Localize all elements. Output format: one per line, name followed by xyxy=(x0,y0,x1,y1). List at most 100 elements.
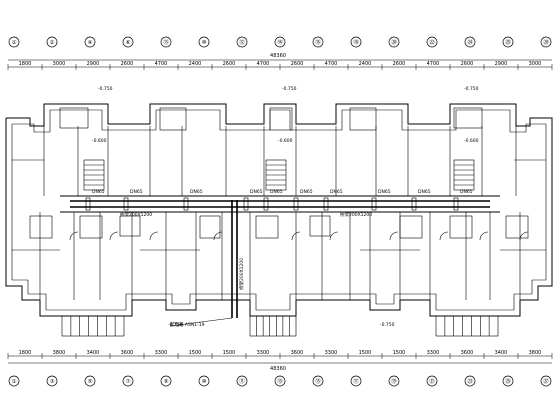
door-swing xyxy=(149,231,159,241)
bottom-axis-label: ⑰ xyxy=(353,377,359,385)
top-axis-bubble xyxy=(198,36,210,48)
stair-outline xyxy=(249,315,297,337)
dn-tag: DN65 xyxy=(130,189,143,195)
riser: 桥架200X1200 配电箱 ASN1-19 xyxy=(169,200,245,328)
pipe-junction xyxy=(263,197,269,211)
bottom-axis-bubble xyxy=(46,375,58,387)
stair-outline xyxy=(435,315,499,337)
bottom-dim-value: 1500 xyxy=(223,350,236,356)
bottom-axis-bubble xyxy=(8,375,20,387)
bottom-axis-bubble xyxy=(312,375,324,387)
dn-tag: DN65 xyxy=(250,189,263,195)
bottom-dim-value: 3600 xyxy=(461,350,474,356)
stairs xyxy=(61,159,499,337)
building-outline xyxy=(5,103,553,317)
top-axis-label: ⑫ xyxy=(239,38,245,46)
bottom-axis-label: ⑩ xyxy=(202,378,207,385)
bottom-axis-bubble xyxy=(426,375,438,387)
bathroom xyxy=(29,215,53,239)
elev-room-3: -0.600 xyxy=(464,138,479,144)
door-swing xyxy=(291,231,301,241)
top-axis-label: ④ xyxy=(88,40,93,46)
top-axis-label: ① xyxy=(12,40,17,46)
bathroom xyxy=(59,107,89,129)
top-dim-value: 4700 xyxy=(427,61,440,67)
door-swing xyxy=(329,231,339,241)
elev-room-1: -0.600 xyxy=(92,138,107,144)
bathroom xyxy=(349,107,377,131)
dn-tag: DN65 xyxy=(460,189,473,195)
top-dim-value: 2900 xyxy=(495,61,508,67)
bottom-dim-value: 3300 xyxy=(257,350,270,356)
dn-tag: DN65 xyxy=(92,189,105,195)
bottom-axis-bubble xyxy=(198,375,210,387)
top-axis-bubble xyxy=(8,36,20,48)
bathroom xyxy=(399,215,423,239)
pipe-junction xyxy=(183,197,189,211)
bathroom xyxy=(159,107,187,131)
bathroom xyxy=(309,215,331,237)
cabinet-label: 配电箱 ASN1-19 xyxy=(170,321,205,328)
bathroom xyxy=(79,215,103,239)
bottom-axis-bubble xyxy=(464,375,476,387)
bottom-dim-value: 3300 xyxy=(325,350,338,356)
top-dim-value: 2400 xyxy=(359,61,372,67)
pipe-junction xyxy=(371,197,377,211)
bottom-axis-label: ⑬ xyxy=(277,377,283,385)
top-total-dim: 48360 xyxy=(270,53,286,59)
bottom-axis-label: ⑪ xyxy=(239,377,245,385)
bottom-dim-value: 1800 xyxy=(19,350,32,356)
top-axis-label: ⑱ xyxy=(353,38,359,46)
top-dim-value: 2600 xyxy=(461,61,474,67)
top-axis-label: ㉕ xyxy=(505,38,511,46)
door-swing xyxy=(69,231,79,241)
bathroom xyxy=(449,215,473,239)
bottom-dim-value: 3600 xyxy=(291,350,304,356)
bathroom xyxy=(199,215,221,239)
corridor-label-left: 桥架200X1200 xyxy=(120,211,152,218)
bottom-axis-label: ⑨ xyxy=(164,378,169,385)
bathroom xyxy=(269,107,293,131)
top-axis-label: ⑥ xyxy=(126,40,131,46)
bottom-axis-bubble xyxy=(274,375,286,387)
bottom-axis-bubble xyxy=(236,375,248,387)
top-axis-bubble xyxy=(122,36,134,48)
door-swing xyxy=(109,231,119,241)
bottom-dim-value: 3300 xyxy=(427,350,440,356)
top-dim-value: 4700 xyxy=(155,61,168,67)
pipe-junction xyxy=(85,197,91,211)
bottom-axis-label: ⑤ xyxy=(88,379,93,385)
door-swing xyxy=(389,231,399,241)
top-axis-label: ⑳ xyxy=(391,38,397,46)
bottom-dim-value: 3400 xyxy=(495,350,508,356)
bathroom xyxy=(505,215,529,239)
elev-top-1: -0.750 xyxy=(98,86,113,92)
bottom-dim-value: 1500 xyxy=(189,350,202,356)
top-axis-label: ㉒ xyxy=(429,38,435,46)
bottom-axis-bubble xyxy=(540,375,552,387)
elevation-tags: -0.750 -0.750 -0.750 -0.750 -0.750 -0.60… xyxy=(92,86,479,328)
top-axis-bubble xyxy=(540,36,552,48)
bottom-axis-label: ㉗ xyxy=(543,377,549,385)
top-dim-value: 2600 xyxy=(223,61,236,67)
riser-label: 桥架200X1200 xyxy=(238,258,245,290)
top-axis-label: ㉘ xyxy=(543,38,549,46)
dn-tag: DN65 xyxy=(378,189,391,195)
pipe-junction xyxy=(453,197,459,211)
top-dim-value: 1800 xyxy=(19,61,32,67)
top-dim-value: 4700 xyxy=(257,61,270,67)
dn-tag: DN65 xyxy=(190,189,203,195)
bottom-dim-value: 1500 xyxy=(359,350,372,356)
top-axis-bubble xyxy=(274,36,286,48)
top-axis-bubble xyxy=(312,36,324,48)
bathroom xyxy=(453,107,483,129)
top-dim-value: 2600 xyxy=(291,61,304,67)
dn-tag: DN65 xyxy=(300,189,313,195)
top-axis-bubble xyxy=(464,36,476,48)
bottom-axis-label: ① xyxy=(12,379,17,385)
bottom-axis-label: ㉑ xyxy=(429,377,435,385)
pipe-junction xyxy=(123,197,129,211)
